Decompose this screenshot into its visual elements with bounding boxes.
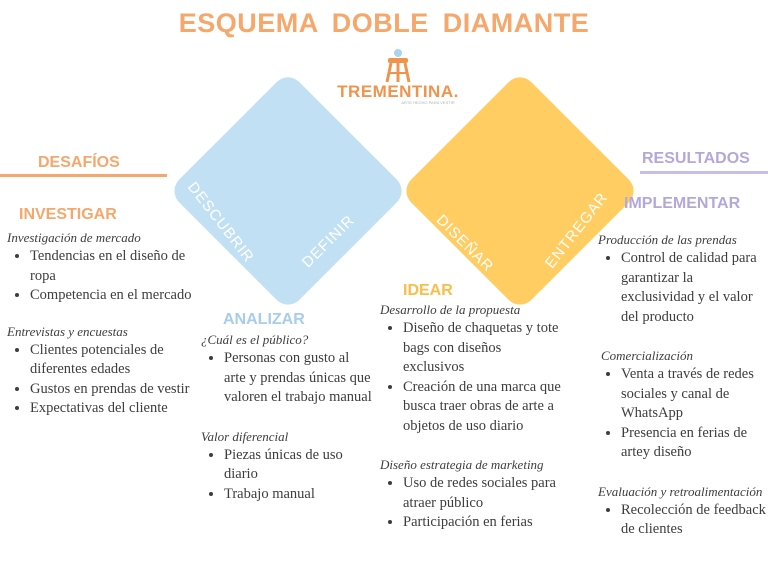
group-heading: Comercialización <box>601 348 693 363</box>
bullet-list: Diseño de chaquetas y tote bags con dise… <box>380 319 566 436</box>
bullet-list: Tendencias en el diseño de ropa Competen… <box>7 247 195 306</box>
list-item: Clientes potenciales de diferentes edade… <box>30 341 195 380</box>
bullet-list: Clientes potenciales de diferentes edade… <box>7 341 195 419</box>
idear-heading: IDEAR <box>403 282 453 299</box>
resultados-rule <box>640 171 768 174</box>
stool-easel-icon <box>385 49 411 83</box>
group-heading: ¿Cuál es el público? <box>201 332 309 347</box>
group-heading: Entrevistas y encuestas <box>7 323 128 339</box>
list-item: Participación en ferias <box>403 513 566 533</box>
group-heading: Diseño estrategia de marketing <box>380 457 544 472</box>
list-item: Gustos en prendas de vestir <box>30 380 195 400</box>
brand-tagline: ARTE HECHO PARA VESTIR <box>401 100 455 105</box>
list-item: Tendencias en el diseño de ropa <box>30 247 195 286</box>
investigar-column: Investigación de mercado Tendencias en e… <box>7 228 195 419</box>
list-item: Recolección de feedback de clientes <box>621 501 766 540</box>
desafios-rule <box>0 174 167 177</box>
brand-name: TREMENTINA. <box>337 82 459 101</box>
list-item: Personas con gusto al arte y prendas úni… <box>224 349 373 408</box>
bullet-list: Piezas únicas de uso diario Trabajo manu… <box>201 446 373 505</box>
group-heading: Desarrollo de la propuesta <box>380 302 521 317</box>
group-heading: Valor diferencial <box>201 428 289 444</box>
list-item: Creación de una marca que busca traer ob… <box>403 378 566 437</box>
bullet-list: Recolección de feedback de clientes <box>598 501 766 540</box>
list-item: Piezas únicas de uso diario <box>224 446 373 485</box>
analizar-column: ¿Cuál es el público? Personas con gusto … <box>201 330 373 504</box>
idear-column: Desarrollo de la propuesta Diseño de cha… <box>380 300 566 533</box>
list-item: Diseño de chaquetas y tote bags con dise… <box>403 319 566 378</box>
list-item: Trabajo manual <box>224 485 373 505</box>
list-item: Expectativas del cliente <box>30 399 195 419</box>
bullet-list: Uso de redes sociales para atraer públic… <box>380 474 566 533</box>
list-item: Competencia en el mercado <box>30 286 195 306</box>
analizar-heading: ANALIZAR <box>223 311 305 328</box>
list-item: Control de calidad para garantizar la ex… <box>621 249 766 327</box>
desafios-heading: DESAFÍOS <box>38 154 120 171</box>
group-heading: Producción de las prendas <box>598 232 737 247</box>
page-title: ESQUEMA DOBLE DIAMANTE <box>178 8 590 38</box>
list-item: Uso de redes sociales para atraer públic… <box>403 474 566 513</box>
bullet-list: Control de calidad para garantizar la ex… <box>598 249 766 327</box>
group-heading: Evaluación y retroalimentación <box>598 483 763 499</box>
resultados-heading: RESULTADOS <box>642 150 750 167</box>
list-item: Presencia en ferias de artey diseño <box>621 424 766 463</box>
list-item: Venta a través de redes sociales y canal… <box>621 365 766 424</box>
bullet-list: Personas con gusto al arte y prendas úni… <box>201 349 373 408</box>
implementar-heading: IMPLEMENTAR <box>624 195 741 212</box>
group-heading: Investigación de mercado <box>7 230 141 245</box>
brand-logo: TREMENTINA. ARTE HECHO PARA VESTIR <box>334 48 462 110</box>
investigar-heading: INVESTIGAR <box>19 206 117 223</box>
bullet-list: Venta a través de redes sociales y canal… <box>598 365 766 463</box>
implementar-column: Producción de las prendas Control de cal… <box>598 230 766 540</box>
